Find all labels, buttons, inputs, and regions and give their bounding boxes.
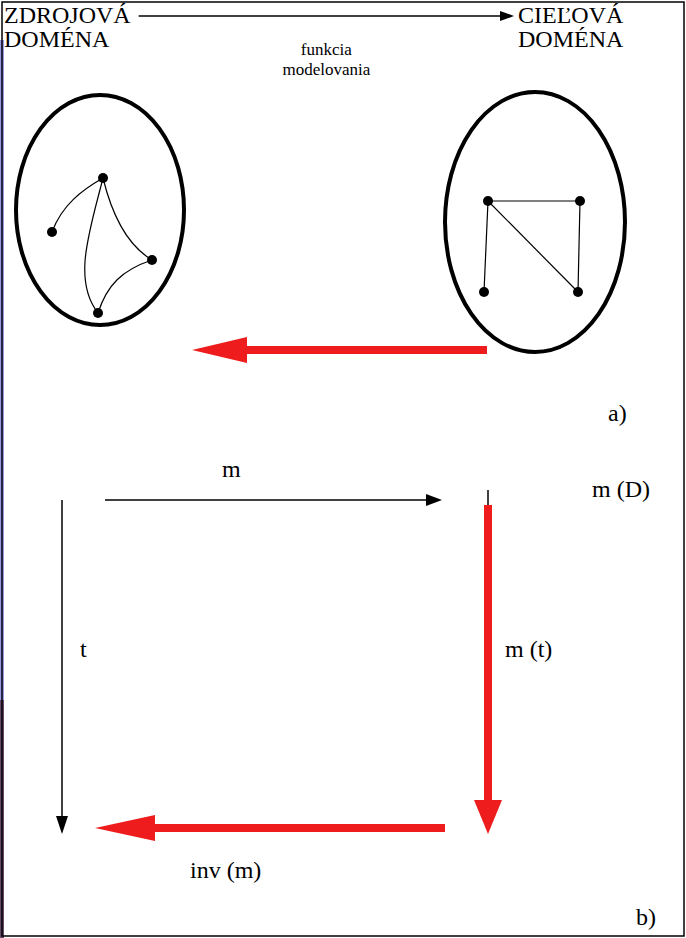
graph-vertex (98, 173, 108, 183)
domain-heading: ZDROJOVÁ DOMÉNA (4, 3, 179, 51)
graph-edge (488, 200, 580, 201)
connector (192, 337, 487, 363)
arrowhead (192, 337, 247, 363)
diagram-label: inv (m) (190, 857, 261, 883)
diagram-label: b) (636, 904, 656, 930)
mt-arrow (484, 505, 492, 803)
domain-ellipse (440, 0, 650, 360)
invm-arrow (150, 824, 445, 832)
invm-arrowhead (95, 815, 155, 841)
graph-vertex (573, 287, 583, 297)
graph-vertex (575, 196, 585, 206)
graph-vertex (483, 196, 493, 206)
tick (487, 490, 489, 506)
diagram-label: a) (608, 400, 627, 426)
connector-line (139, 15, 502, 17)
graph-edge (488, 201, 578, 292)
diagram-label: t (80, 636, 87, 662)
arrowhead (500, 11, 514, 21)
m-arrow (105, 499, 428, 501)
graph-edge (484, 201, 488, 292)
diagram-label: m (222, 456, 241, 482)
connector (139, 11, 514, 21)
t-arrow (61, 500, 63, 818)
diagram-label: m (t) (505, 636, 552, 662)
edge-label: funkcia modelovania (271, 40, 381, 80)
graph-vertex (47, 227, 57, 237)
mt-arrowhead (474, 800, 502, 834)
domain-region: ZDROJOVÁ DOMÉNA (2, 0, 194, 330)
graph-edge (103, 178, 152, 260)
graph-vertex (479, 287, 489, 297)
t-arrowhead (56, 816, 68, 834)
graph-edge (85, 178, 103, 313)
graph-edge (52, 178, 103, 232)
graph-vertex (93, 308, 103, 318)
graph-edge (98, 260, 152, 313)
ellipse-outline (16, 95, 184, 325)
graph-vertex (147, 255, 157, 265)
domain-region: CIEĽOVÁ DOMÉNA (440, 0, 650, 360)
domain-heading: CIEĽOVÁ DOMÉNA (518, 3, 648, 51)
m-arrowhead (426, 494, 442, 506)
graph-edge (578, 201, 580, 292)
ellipse-outline (445, 92, 625, 352)
connector-line (245, 346, 487, 354)
diagram-label: m (D) (592, 476, 650, 502)
